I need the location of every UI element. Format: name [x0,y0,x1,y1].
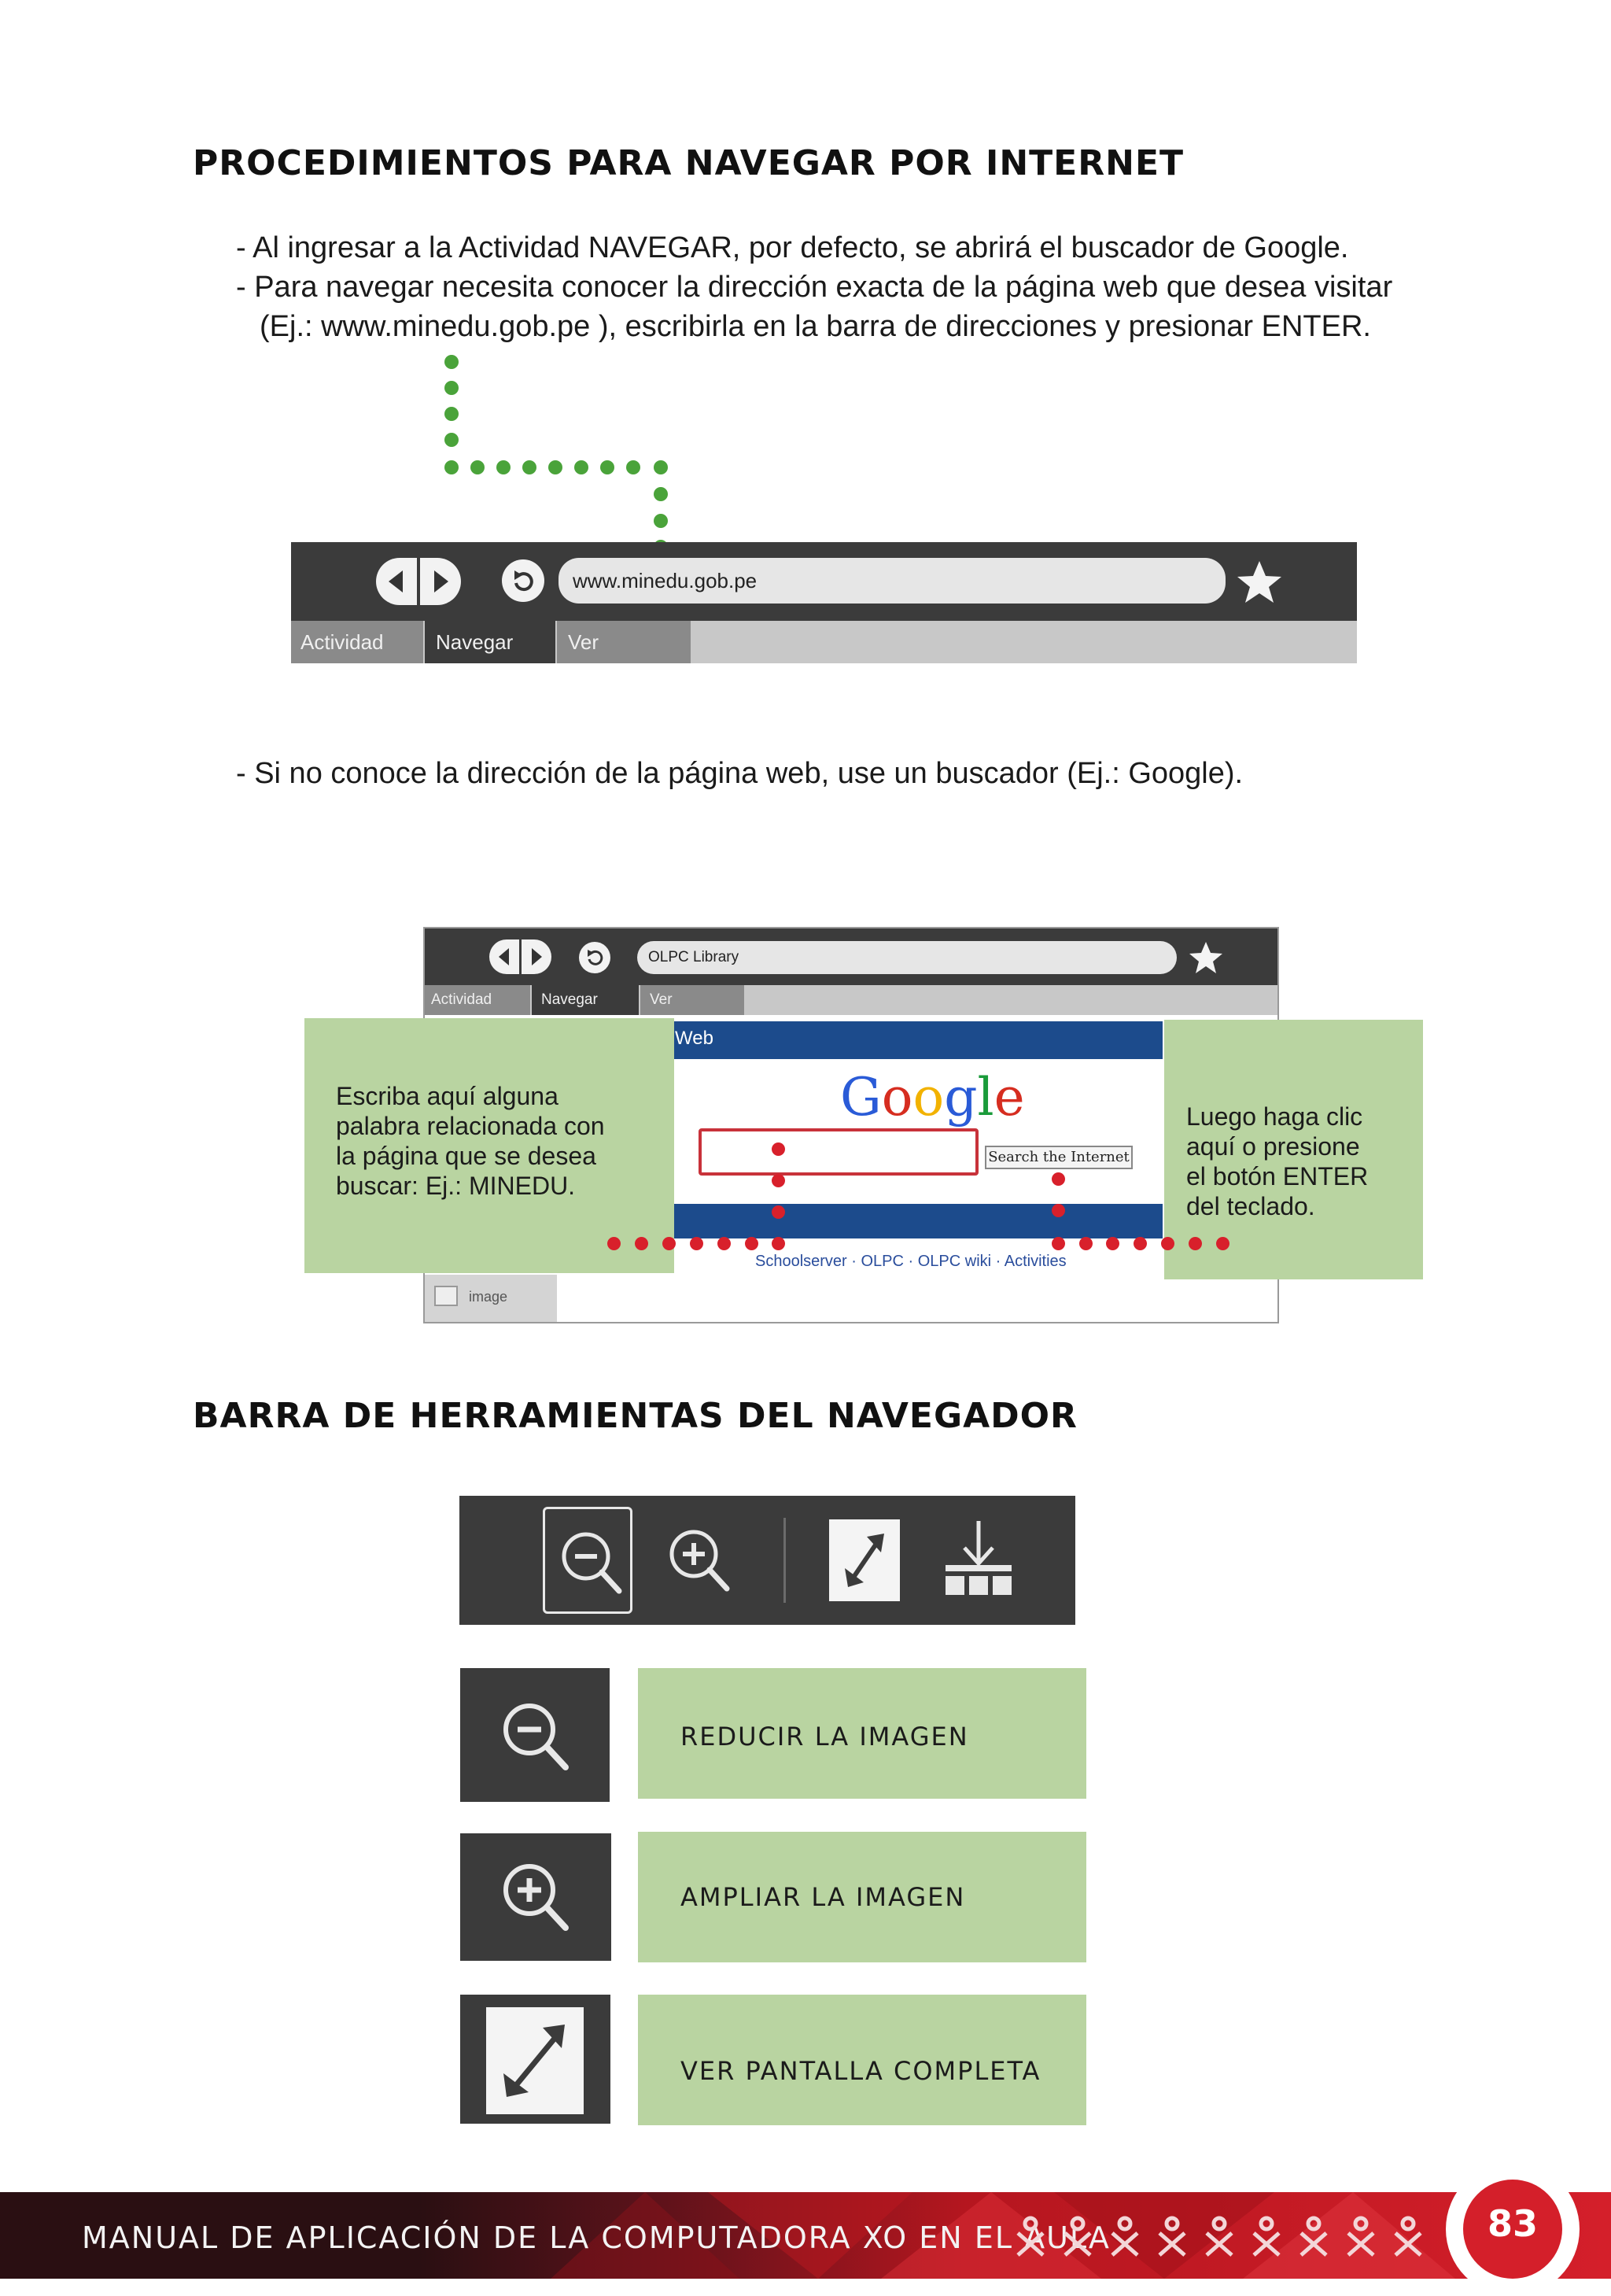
star-icon [1189,942,1222,973]
star-icon [1237,561,1281,603]
enlarge-label-box: AMPLIAR LA IMAGEN [638,1832,1086,1962]
zoom-out-icon [503,1704,569,1770]
google-url-input[interactable]: OLPC Library [637,941,1177,974]
toolbar-fullscreen-button[interactable] [829,1519,900,1601]
reload-icon [514,570,533,592]
zoom-in-icon [503,1864,569,1931]
footer-band: MANUAL DE APLICACIÓN DE LA COMPUTADORA X… [0,2192,1611,2279]
reload-button[interactable] [502,559,544,602]
callout-left: Escriba aquí alguna palabra relacionada … [304,1018,674,1273]
google-logo: Google [840,1067,1025,1128]
bullet-line-2: - Para navegar necesita conocer la direc… [236,271,1393,304]
google-web-bar: Web [672,1021,1163,1059]
xo-figures-decoration [1016,2216,1422,2257]
tab-navegar[interactable]: Navegar [425,621,555,663]
url-input[interactable]: www.minedu.gob.pe [559,558,1226,604]
zoom-in-icon [669,1530,730,1592]
fullscreen-label-box: VER PANTALLA COMPLETA [638,1995,1086,2125]
enlarge-icon-tile [460,1833,611,1961]
callout-right: Luego haga clic aquí o presione el botón… [1164,1020,1423,1279]
callout-right-text: Luego haga clic aquí o presione el botón… [1186,1102,1369,1220]
toolbar-zoom-in-button[interactable] [664,1524,732,1595]
forward-button[interactable] [420,558,461,605]
fullscreen-label: VER PANTALLA COMPLETA [680,2056,1041,2086]
google-tab-strip: Actividad Navegar Ver [425,985,1277,1015]
forward-arrow-icon [434,570,448,592]
toolbar-download-button[interactable] [939,1516,1018,1604]
bullet-line-3: (Ej.: www.minedu.gob.pe ), escribirla en… [260,310,1371,343]
bullet-line-1: - Al ingresar a la Actividad NAVEGAR, po… [236,231,1349,264]
google-reload-button[interactable] [579,942,610,973]
side-item-label: image [469,1289,508,1305]
image-icon [434,1286,458,1306]
callout-left-text: Escriba aquí alguna palabra relacionada … [336,1082,605,1200]
google-tab-ver[interactable]: Ver [640,985,744,1015]
fullscreen-icon-tile [460,1995,610,2124]
back-arrow-icon [499,948,509,965]
download-icon [946,1521,1012,1595]
reduce-label: REDUCIR LA IMAGEN [680,1722,969,1752]
google-links[interactable]: Schoolserver · OLPC · OLPC wiki · Activi… [755,1253,1067,1270]
back-arrow-icon [389,570,403,592]
google-search-input[interactable] [699,1128,979,1176]
bookmark-star-button[interactable] [1233,556,1285,608]
google-tab-navegar[interactable]: Navegar [532,985,639,1015]
google-tab-actividad[interactable]: Actividad [425,985,530,1015]
google-blue-band [672,1204,1163,1238]
toolbar-zoom-out-button[interactable] [543,1507,632,1614]
google-browser-toolbar: OLPC Library [425,928,1277,985]
reload-icon [588,950,603,965]
google-side-item[interactable]: image [425,1275,557,1322]
fullscreen-icon [845,1534,884,1587]
reduce-label-box: REDUCIR LA IMAGEN [638,1668,1086,1799]
fullscreen-icon [486,2007,584,2114]
browser-toolbar: www.minedu.gob.pe [291,542,1357,621]
tab-actividad[interactable]: Actividad [291,621,423,663]
page-number: 83 [1463,2180,1562,2279]
footer-title: MANUAL DE APLICACIÓN DE LA COMPUTADORA X… [82,2220,1111,2255]
zoom-out-icon [562,1532,622,1594]
viewer-toolbar [459,1496,1075,1625]
bullet-search: - Si no conoce la dirección de la página… [236,757,1244,790]
tab-ver[interactable]: Ver [557,621,691,663]
browser-tab-strip: Actividad Navegar Ver [291,621,1357,663]
forward-arrow-icon [532,948,542,965]
section-heading-toolbar: BARRA DE HERRAMIENTAS DEL NAVEGADOR [193,1396,1078,1436]
reduce-icon-tile [460,1668,610,1802]
page-number-ring: 83 [1446,2162,1580,2296]
google-web-label: Web [675,1028,713,1049]
back-button[interactable] [376,558,417,605]
google-star-button[interactable] [1186,938,1226,977]
google-back-button[interactable] [489,939,519,974]
section-heading-navegar: PROCEDIMIENTOS PARA NAVEGAR POR INTERNET [193,143,1185,183]
google-forward-button[interactable] [522,939,551,974]
toolbar-separator [783,1518,786,1603]
enlarge-label: AMPLIAR LA IMAGEN [680,1882,966,1912]
google-search-button[interactable]: Search the Internet [985,1146,1133,1169]
